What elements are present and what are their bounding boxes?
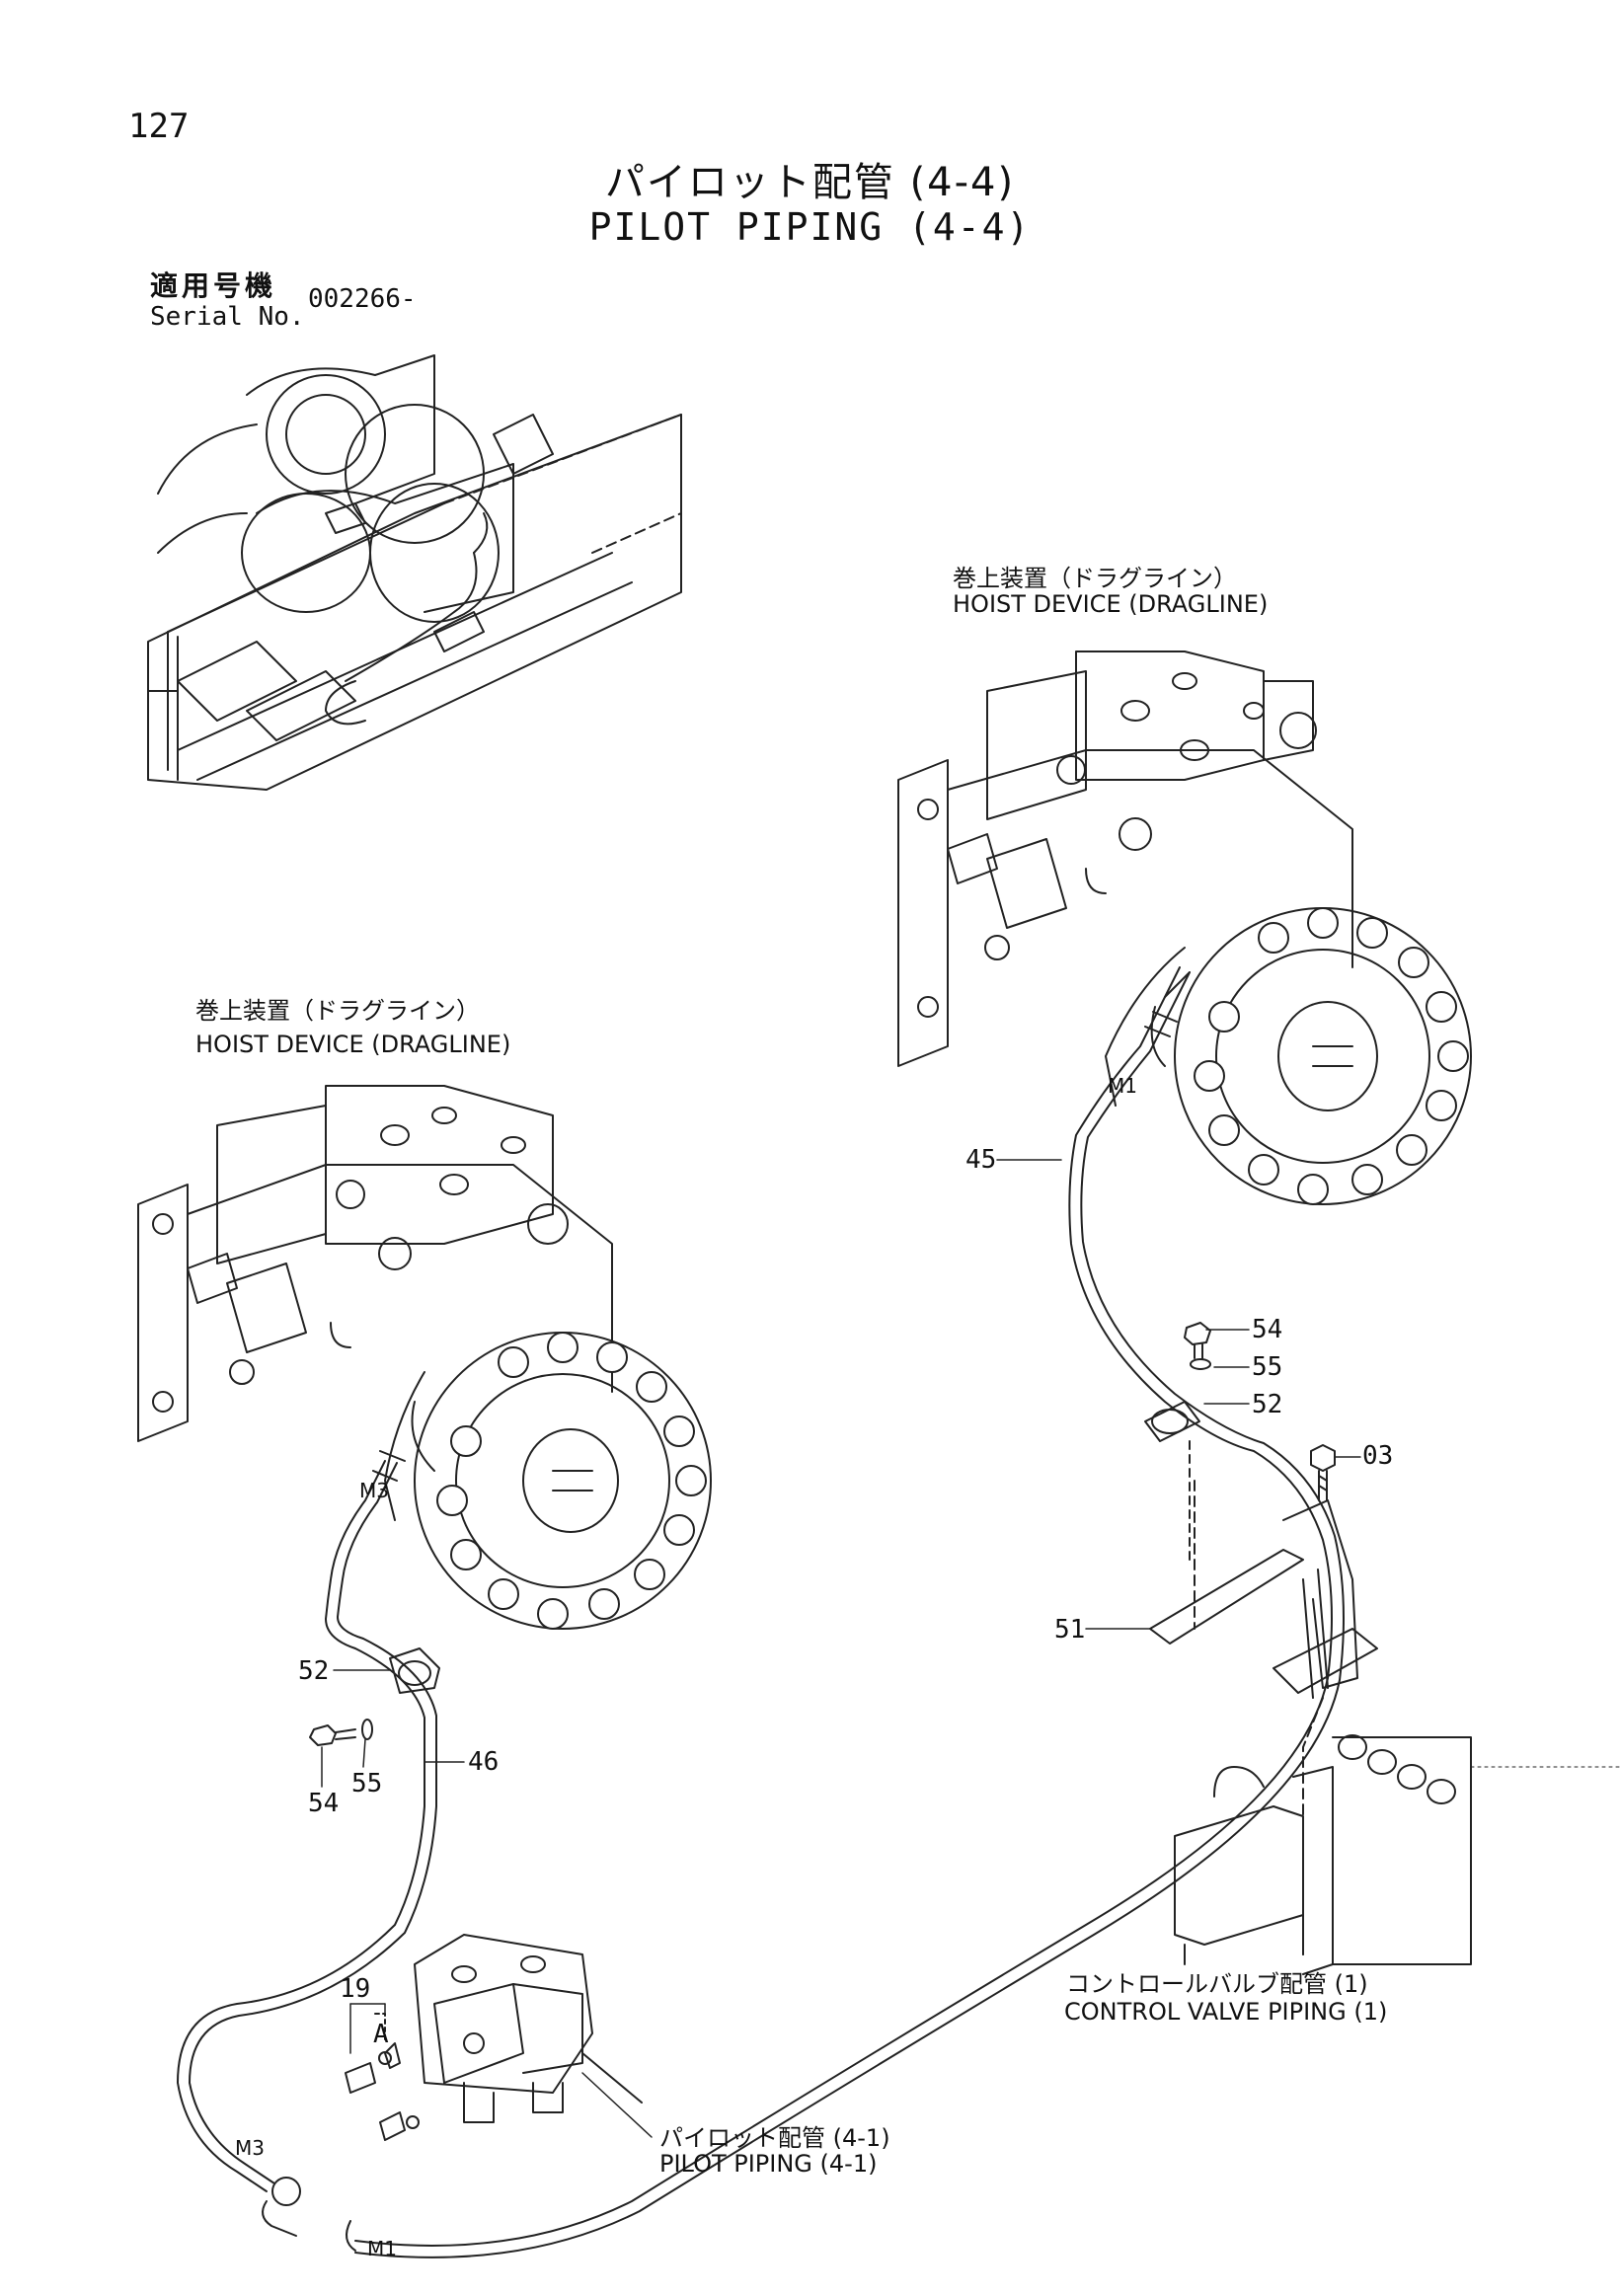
hoist-device-right-label-jp: 巻上装置（ドラグライン） xyxy=(953,565,1237,592)
part-number-52-right: 52 xyxy=(1252,1390,1283,1419)
page-title-jp: パイロット配管 (4-4) xyxy=(604,160,1016,205)
hoist-device-right-label-en: HOIST DEVICE (DRAGLINE) xyxy=(953,590,1269,618)
part-number-03: 03 xyxy=(1362,1441,1394,1471)
serial-value: 002266- xyxy=(308,284,417,314)
part-number-46: 46 xyxy=(468,1747,500,1777)
port-tag-m1-bottom: M1 xyxy=(367,2237,397,2260)
part-number-55-right: 55 xyxy=(1252,1352,1283,1382)
hoist-device-left-drawing xyxy=(137,1085,712,1630)
serial-label-jp: 適用号機 xyxy=(150,269,277,302)
right-flange-bolts xyxy=(1194,907,1469,1205)
part-number-19: 19 xyxy=(340,1974,371,2004)
pilot-piping-4-1-label-en: PILOT PIPING (4-1) xyxy=(659,2150,878,2178)
part-number-55-left: 55 xyxy=(351,1769,383,1799)
page-number: 127 xyxy=(128,107,190,146)
part-number-51: 51 xyxy=(1054,1615,1086,1645)
hose-46-drawing xyxy=(177,1450,438,2192)
port-tag-m1-top: M1 xyxy=(1108,1074,1137,1098)
serial-label-en: Serial No. xyxy=(150,302,305,332)
left-clamp-drawing xyxy=(309,1647,440,1746)
part-number-54-right: 54 xyxy=(1252,1315,1283,1344)
hoist-device-right-drawing xyxy=(897,651,1472,1205)
control-valve-drawing xyxy=(1174,1734,1620,1975)
part-number-52-left: 52 xyxy=(298,1656,330,1686)
hoist-device-left-label-en: HOIST DEVICE (DRAGLINE) xyxy=(195,1031,511,1058)
port-tag-a: A xyxy=(373,2020,389,2049)
overview-inset-drawing xyxy=(147,354,682,791)
hose-45-drawing xyxy=(354,966,1345,2258)
pilot-valve-block-drawing xyxy=(262,1934,643,2252)
leader-lines xyxy=(321,1159,1361,2138)
hoist-device-left-label-jp: 巻上装置（ドラグライン） xyxy=(195,997,480,1025)
part-number-45: 45 xyxy=(965,1145,997,1175)
left-flange-bolts xyxy=(436,1332,707,1630)
control-valve-label-jp: コントロールバルブ配管 (1) xyxy=(1066,1970,1368,1998)
page-title-en: PILOT PIPING (4-4) xyxy=(588,205,1032,249)
port-tag-m3-bottom: M3 xyxy=(235,2136,265,2160)
port-tag-m3-top: M3 xyxy=(359,1479,389,1502)
part-number-54-left: 54 xyxy=(308,1789,340,1818)
control-valve-label-en: CONTROL VALVE PIPING (1) xyxy=(1064,1998,1388,2026)
pilot-piping-4-1-label-jp: パイロット配管 (4-1) xyxy=(659,2124,890,2152)
